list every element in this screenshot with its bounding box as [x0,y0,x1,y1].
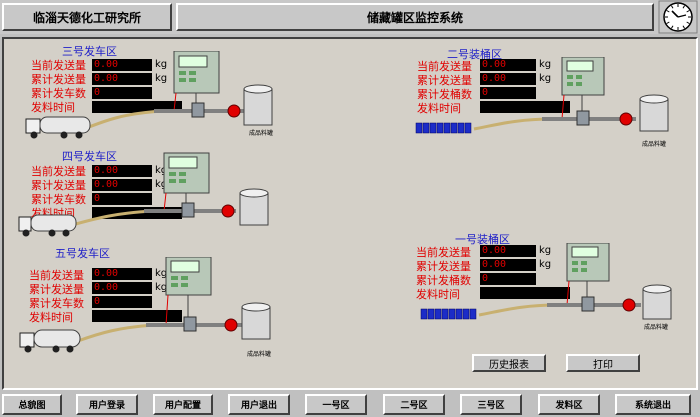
current-label: 当前发送量 [417,60,472,73]
count-value: 0 [92,87,152,99]
zone-3-title: 三号发车区 [62,45,117,58]
time-label: 发料时间 [417,102,461,115]
title-bar: 临淄天德化工研究所 储藏罐区监控系统 [0,0,700,34]
zone-5-title: 五号发车区 [55,247,110,260]
tank-label: 成品料罐 [644,324,669,331]
total-value: 0.00 [92,282,152,294]
total-label: 累计发送量 [31,73,86,86]
time-label: 发料时间 [31,101,75,114]
time-value [480,101,570,113]
total-value: 0.00 [480,73,536,85]
unit-label: kg [155,282,168,293]
print-button[interactable]: 打印 [566,354,640,372]
count-value: 0 [92,296,152,308]
vehicles-label: 累计发车数 [29,297,84,310]
tank-label: 成品料罐 [247,351,272,358]
total-value: 0.00 [92,73,152,85]
unit-label: kg [155,165,168,176]
barrel-zone-2-title: 二号装桶区 [447,48,502,61]
truck-loading-diagram [19,257,271,353]
current-label: 当前发送量 [31,165,86,178]
total-label: 累计发送量 [29,283,84,296]
nav-logout-button[interactable]: 用户退出 [228,394,290,415]
history-report-button[interactable]: 历史报表 [472,354,546,372]
current-label: 当前发送量 [29,269,84,282]
tank-label: 成品料罐 [249,130,274,137]
nav-exit-button[interactable]: 系统退出 [615,394,691,415]
unit-label: kg [539,73,552,84]
time-value [480,287,570,299]
count-value: 0 [480,87,536,99]
barrel-zone-1-title: 一号装桶区 [455,233,510,246]
nav-area-3-button[interactable]: 三号区 [460,394,522,415]
nav-login-button[interactable]: 用户登录 [76,394,138,415]
total-value: 0.00 [480,259,536,271]
nav-area-2-button[interactable]: 二号区 [383,394,445,415]
time-label: 发料时间 [29,311,73,324]
count-value: 0 [92,193,152,205]
barrels-label: 累计发桶数 [417,88,472,101]
current-value: 0.00 [92,165,152,177]
nav-overview-button[interactable]: 总貌图 [2,394,62,415]
vehicles-label: 累计发车数 [31,87,86,100]
nav-area-1-button[interactable]: 一号区 [305,394,367,415]
nav-dispatch-button[interactable]: 发料区 [538,394,600,415]
barrel-filling-diagram [420,243,672,320]
current-value: 0.00 [480,245,536,257]
truck-loading-diagram [25,51,273,139]
system-title: 储藏罐区监控系统 [176,3,654,31]
main-panel: 三号发车区 当前发送量 累计发送量 累计发车数 发料时间 0.00 0.00 0… [2,37,698,390]
nav-user-config-button[interactable]: 用户配置 [153,394,213,415]
bottom-nav-bar: 总貌图 用户登录 用户配置 用户退出 一号区 二号区 三号区 发料区 系统退出 [0,392,700,417]
vehicles-label: 累计发车数 [31,193,86,206]
unit-label: kg [155,268,168,279]
current-label: 当前发送量 [31,59,86,72]
clock-icon [658,0,698,34]
unit-label: kg [539,245,552,256]
unit-label: kg [155,179,168,190]
unit-label: kg [155,59,168,70]
zone-4-title: 四号发车区 [62,150,117,163]
barrel-filling-diagram [415,57,669,134]
time-value [92,310,182,322]
unit-label: kg [155,73,168,84]
total-value: 0.00 [92,179,152,191]
barrels-label: 累计发桶数 [416,274,471,287]
unit-label: kg [539,59,552,70]
count-value: 0 [480,273,536,285]
current-value: 0.00 [92,59,152,71]
total-label: 累计发送量 [416,260,471,273]
time-label: 发料时间 [416,288,460,301]
total-label: 累计发送量 [417,74,472,87]
total-label: 累计发送量 [31,179,86,192]
current-value: 0.00 [92,268,152,280]
org-title: 临淄天德化工研究所 [2,3,172,31]
current-label: 当前发送量 [416,246,471,259]
unit-label: kg [539,259,552,270]
tank-label: 成品料罐 [642,141,667,148]
truck-loading-diagram [18,152,269,237]
current-value: 0.00 [480,59,536,71]
